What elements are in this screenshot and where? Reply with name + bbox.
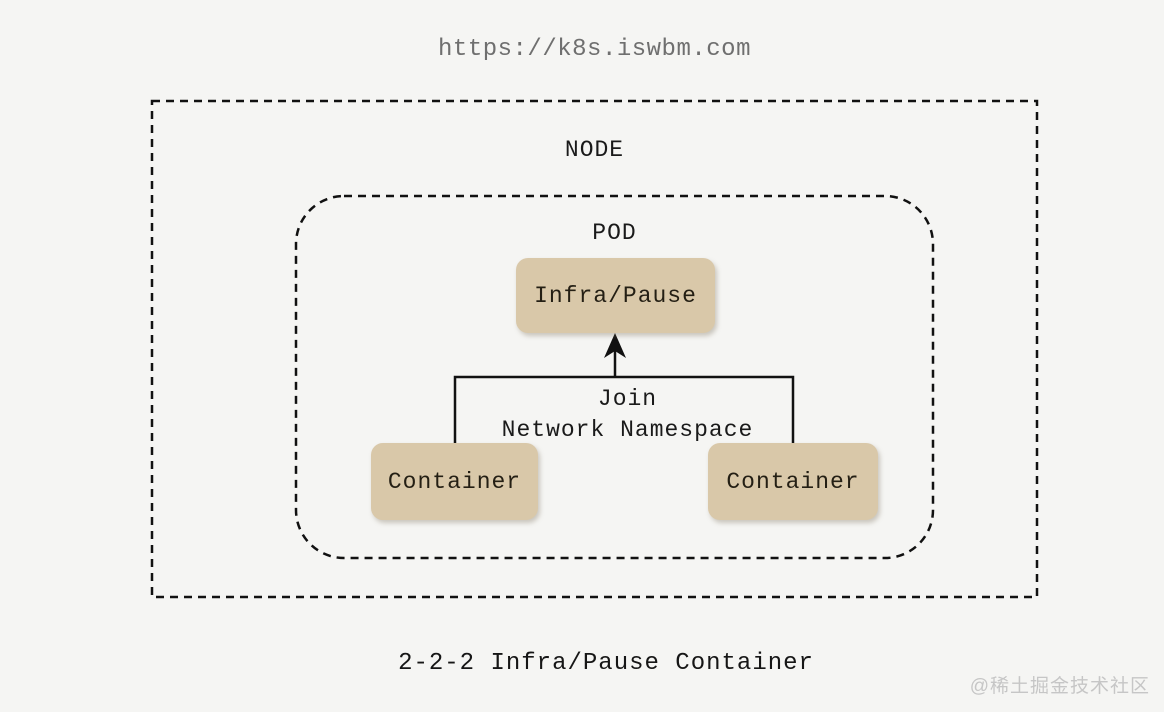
infra-pause-box-label: Infra/Pause — [534, 282, 697, 309]
container-box-right-label: Container — [726, 468, 860, 495]
juejin-watermark: @稀土掘金技术社区 — [969, 676, 1150, 697]
container-box-left: Container — [371, 443, 538, 520]
pod-label: POD — [592, 220, 637, 246]
node-label: NODE — [564, 137, 625, 163]
header-url: https://k8s.iswbm.com — [438, 36, 751, 63]
join-label-line1: Join — [597, 386, 658, 412]
container-box-left-label: Container — [387, 468, 522, 495]
infra-pause-box: Infra/Pause — [516, 258, 715, 333]
join-label-line2: Network Namespace — [501, 417, 754, 443]
figure-caption: 2-2-2 Infra/Pause Container — [398, 650, 814, 677]
node-boundary-rect — [150, 99, 1039, 599]
container-box-right: Container — [708, 443, 878, 520]
join-network-namespace-label: Join Network Namespace — [455, 384, 800, 446]
arrow-up-head — [604, 333, 626, 358]
